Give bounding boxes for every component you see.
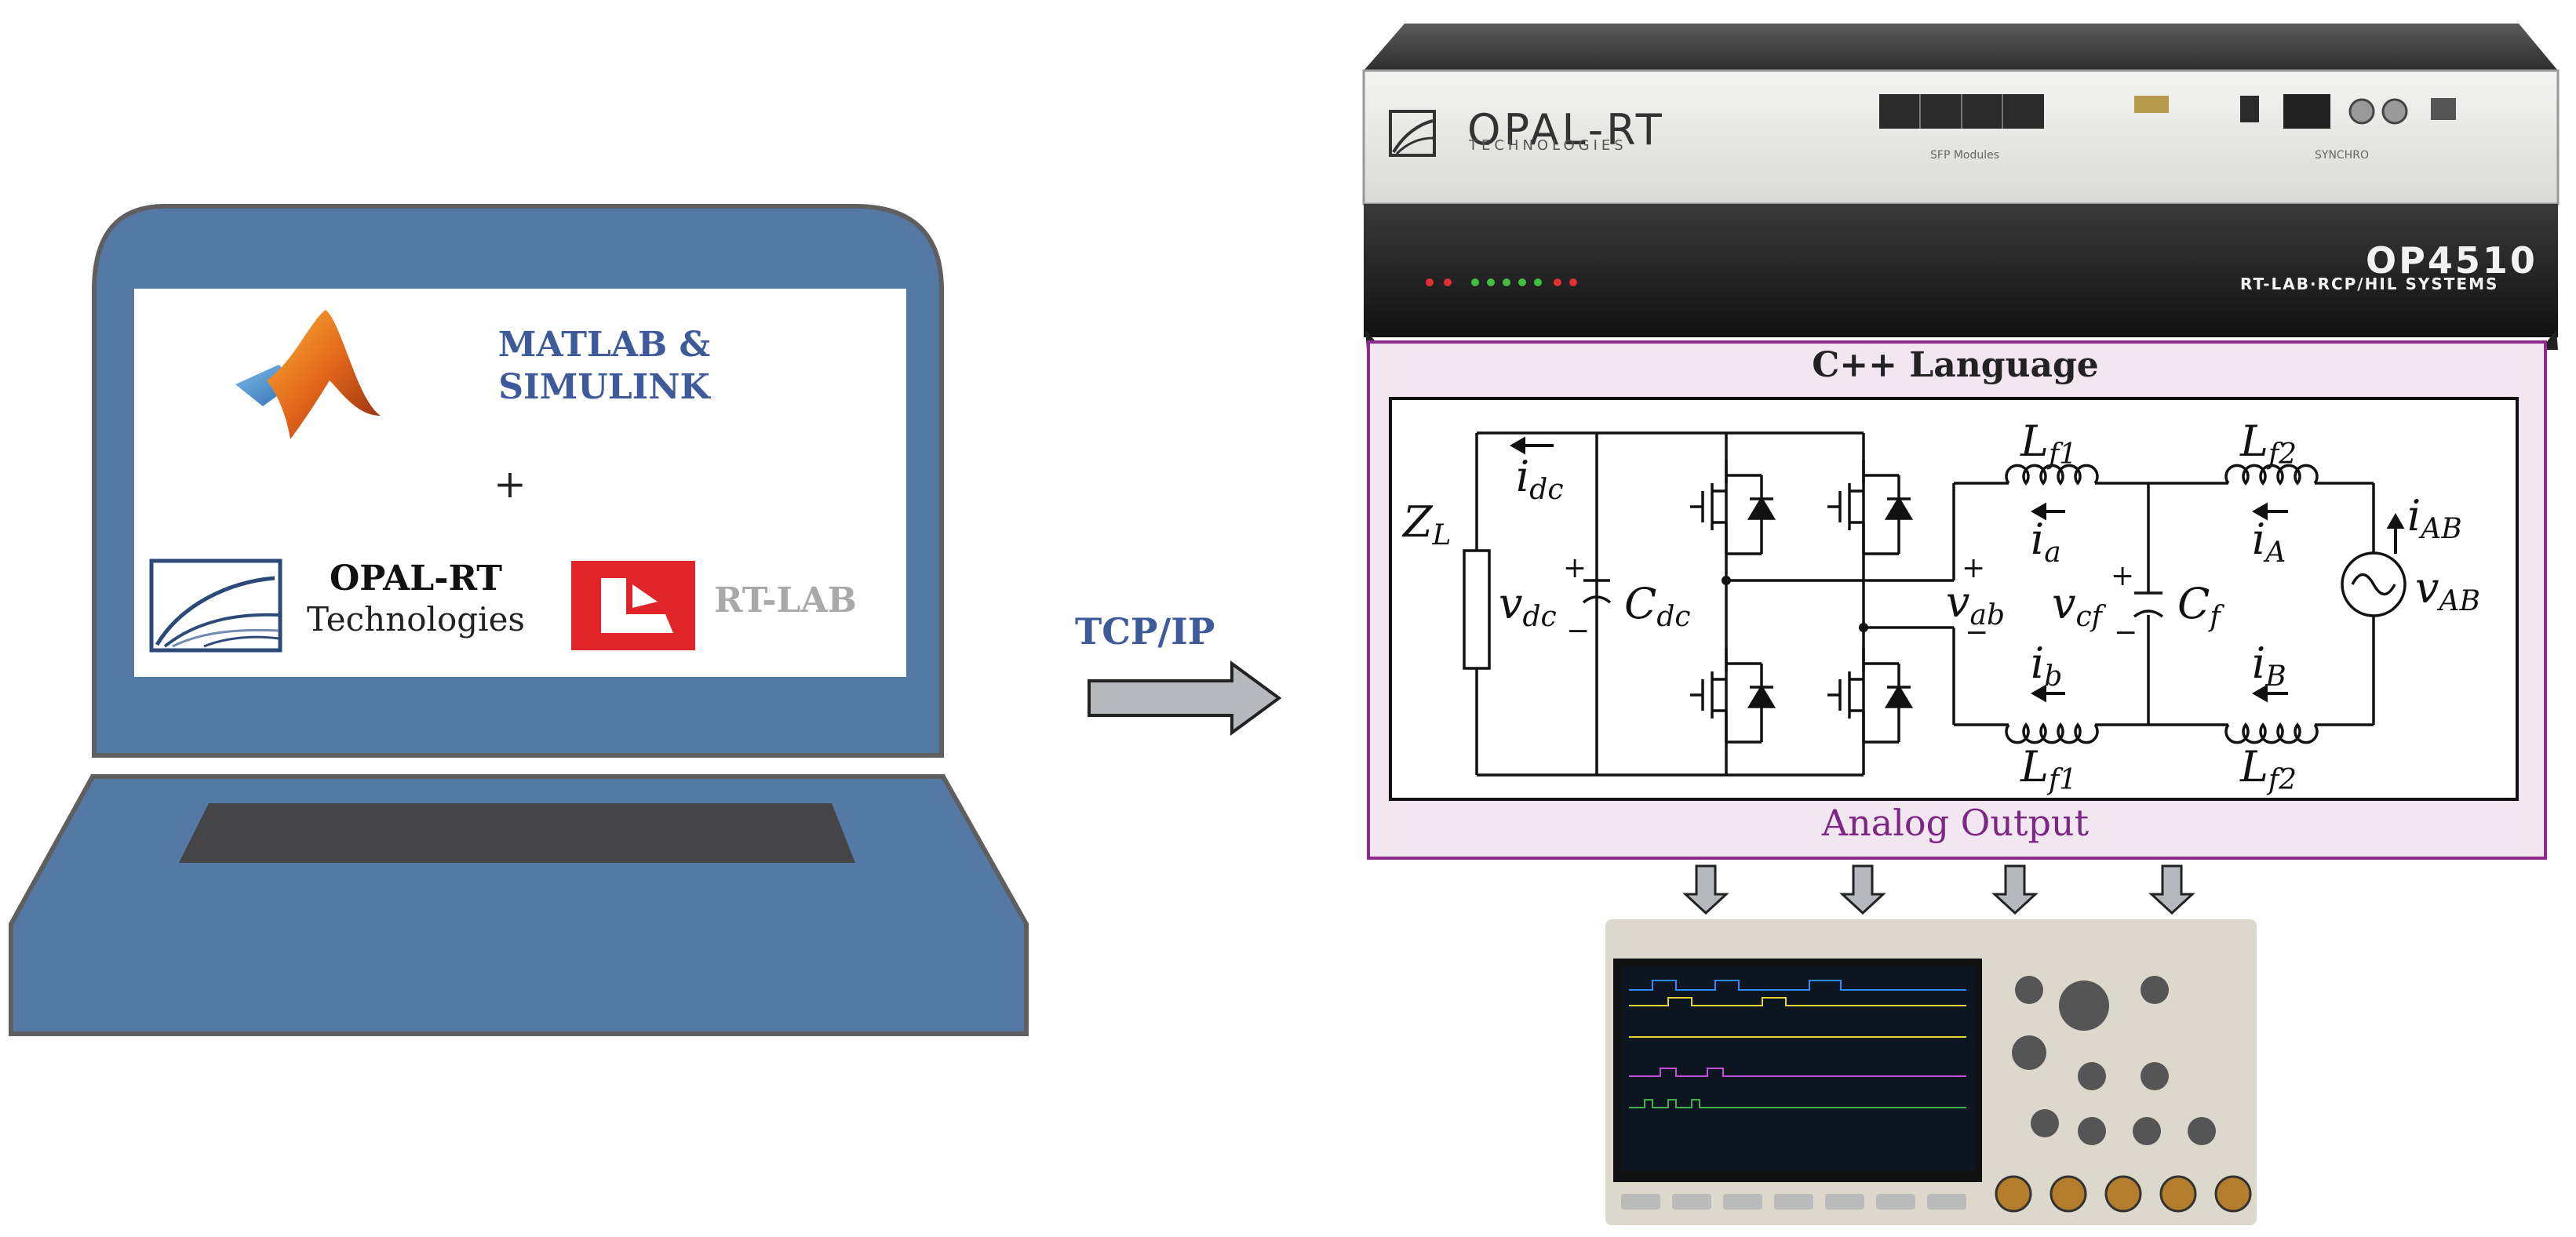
i-B-label: i bbox=[2252, 639, 2265, 688]
opal-rt-front-logo bbox=[1389, 110, 1436, 157]
vdc-plus: + bbox=[1563, 552, 1587, 584]
l-f2-bot-sub: f2 bbox=[2266, 764, 2297, 796]
plus-sign: + bbox=[494, 461, 526, 507]
down-arrow-icon bbox=[2148, 864, 2195, 915]
panel-title: C++ Language bbox=[1812, 345, 2099, 385]
oscilloscope-icon bbox=[1605, 919, 2257, 1225]
z-l-label: Z bbox=[1401, 497, 1434, 547]
svg-text:ZL: ZL bbox=[1401, 497, 1451, 551]
v-AB-label: v bbox=[2415, 563, 2439, 613]
opal-rt-icon bbox=[149, 558, 282, 653]
down-arrow-icon bbox=[1682, 864, 1729, 915]
matlab-membrane-icon bbox=[235, 310, 381, 439]
l-f1-top-label: L bbox=[2020, 417, 2049, 466]
simulator-model-sub: RT-LAB·RCP/HIL SYSTEMS bbox=[2240, 275, 2499, 293]
svg-text:vcf: vcf bbox=[2052, 579, 2107, 633]
v-cf-label: v bbox=[2052, 579, 2076, 628]
svg-text:Lf2: Lf2 bbox=[2239, 417, 2297, 471]
i-AB-label: i bbox=[2407, 491, 2421, 540]
svg-text:ib: ib bbox=[2031, 639, 2062, 693]
c-f-label: C bbox=[2177, 579, 2210, 628]
svg-text:vdc: vdc bbox=[1499, 579, 1557, 633]
simulator-brand: OPAL-RT bbox=[1467, 105, 1665, 155]
vcf-plus: + bbox=[2111, 560, 2134, 592]
rt-lab-logo bbox=[571, 561, 695, 650]
opal-rt-front-icon bbox=[1389, 110, 1436, 157]
i-dc-sub: dc bbox=[1529, 474, 1563, 506]
svg-text:iB: iB bbox=[2252, 639, 2286, 693]
v-dc-sub: dc bbox=[1523, 601, 1557, 633]
opal-rt-subtitle: Technologies bbox=[307, 600, 525, 639]
vab-plus: + bbox=[1962, 552, 1985, 584]
l-f2-top-label: L bbox=[2239, 417, 2268, 466]
simulator-brand-sub: TECHNOLOGIES bbox=[1469, 137, 1627, 154]
matlab-line-1: MATLAB & bbox=[497, 325, 711, 365]
i-a-label: i bbox=[2031, 515, 2044, 564]
matlab-title: MATLAB & SIMULINK bbox=[439, 324, 769, 409]
svg-text:iAB: iAB bbox=[2407, 491, 2462, 545]
v-ab-label: v bbox=[1946, 577, 1970, 627]
svg-text:ia: ia bbox=[2031, 515, 2061, 569]
c-dc-label: C bbox=[1624, 579, 1656, 628]
tcp-ip-label: TCP/IP bbox=[1075, 610, 1215, 653]
v-AB-sub: AB bbox=[2437, 585, 2480, 617]
i-a-sub: a bbox=[2044, 537, 2060, 569]
i-A-label: i bbox=[2252, 515, 2265, 564]
rt-lab-text: RT-LAB bbox=[714, 580, 857, 620]
op4510-simulator bbox=[1357, 16, 2566, 345]
z-l-sub: L bbox=[1432, 519, 1452, 551]
down-arrow-icon bbox=[1991, 864, 2039, 915]
c-dc-sub: dc bbox=[1656, 601, 1690, 633]
l-f2-bot-label: L bbox=[2239, 742, 2268, 791]
vdc-minus: − bbox=[1566, 615, 1590, 647]
i-dc-label: i bbox=[1516, 452, 1529, 501]
l-f1-bot-label: L bbox=[2020, 742, 2049, 791]
analog-output-arrows bbox=[1679, 861, 2228, 916]
vab-minus: − bbox=[1965, 617, 1988, 649]
i-A-sub: A bbox=[2263, 537, 2286, 569]
svg-text:Lf1: Lf1 bbox=[2020, 417, 2077, 471]
l-f1-top-sub: f1 bbox=[2046, 438, 2077, 471]
svg-text:vAB: vAB bbox=[2415, 563, 2480, 617]
rt-lab-icon bbox=[571, 561, 695, 650]
l-f1-bot-sub: f1 bbox=[2046, 764, 2077, 796]
matlab-logo bbox=[231, 306, 388, 443]
v-ab-sub: ab bbox=[1970, 599, 2006, 631]
oscilloscope bbox=[1605, 919, 2257, 1225]
synchro-label: SYNCHRO bbox=[2315, 149, 2369, 162]
circuit-diagram: ZL idc vdc Cdc Lf1 Lf2 ia iA ib iB Lf1 L… bbox=[1389, 397, 2519, 801]
inverter-lcl-schematic: ZL idc vdc Cdc Lf1 Lf2 ia iA ib iB Lf1 L… bbox=[1389, 397, 2519, 801]
opal-rt-name: OPAL-RT bbox=[329, 558, 503, 598]
i-AB-sub: AB bbox=[2418, 513, 2461, 545]
opal-rt-text: OPAL-RT Technologies bbox=[298, 558, 534, 640]
panel-footer: Analog Output bbox=[1821, 802, 2090, 844]
v-dc-label: v bbox=[1499, 579, 1523, 628]
matlab-line-2: SIMULINK bbox=[498, 367, 710, 407]
opal-rt-logo bbox=[149, 558, 282, 653]
i-B-sub: B bbox=[2264, 660, 2286, 693]
simulator-model: OP4510 bbox=[2366, 239, 2538, 282]
svg-text:Cdc: Cdc bbox=[1624, 579, 1691, 633]
svg-text:idc: idc bbox=[1516, 452, 1564, 506]
i-b-label: i bbox=[2031, 639, 2044, 688]
svg-text:iA: iA bbox=[2252, 515, 2286, 569]
sfp-label: SFP Modules bbox=[1930, 149, 2000, 162]
svg-text:Lf2: Lf2 bbox=[2239, 742, 2297, 796]
down-arrows bbox=[1682, 864, 2195, 915]
l-f2-top-sub: f2 bbox=[2266, 438, 2297, 471]
i-b-sub: b bbox=[2044, 660, 2062, 693]
down-arrow-icon bbox=[1839, 864, 1886, 915]
vcf-minus: − bbox=[2114, 617, 2137, 649]
right-arrow-icon bbox=[1088, 660, 1282, 736]
tcp-ip-arrow bbox=[1083, 659, 1287, 737]
svg-text:Lf1: Lf1 bbox=[2020, 742, 2077, 796]
simulator-chassis bbox=[1362, 24, 2560, 337]
v-cf-sub: cf bbox=[2076, 601, 2107, 633]
svg-text:vab: vab bbox=[1946, 577, 2005, 631]
